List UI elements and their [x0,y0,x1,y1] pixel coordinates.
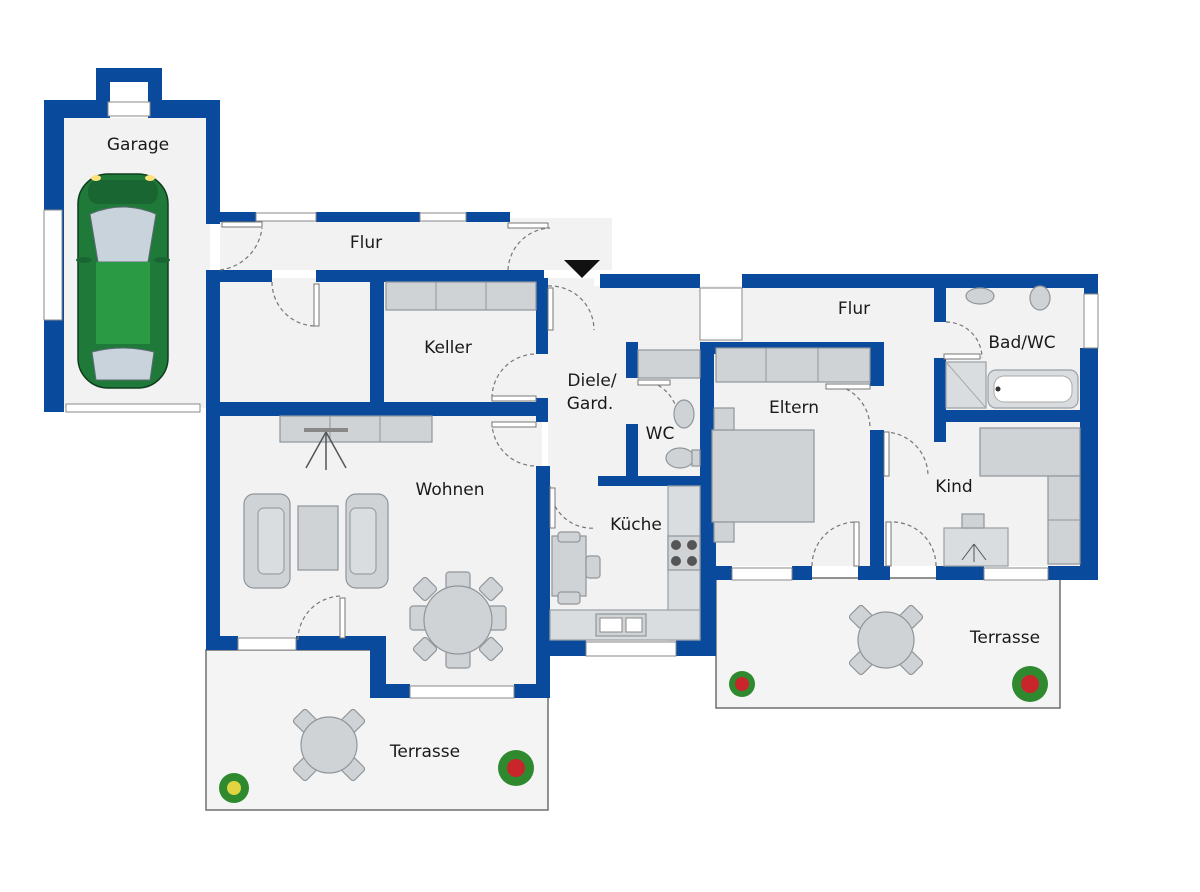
plant-icon [729,671,755,697]
stove-icon [667,535,701,571]
room-label-garage: Garage [107,135,169,155]
windows [43,101,1099,699]
door-swings [219,221,983,641]
room-label-terrasse-right: Terrasse [969,628,1040,648]
room-label-terrasse-left: Terrasse [389,742,460,762]
plant-icon [219,773,249,803]
room-label-bad: Bad/WC [988,333,1055,353]
dining-table-icon [409,571,507,669]
lamp-icon [304,428,348,470]
room-labels: Garage Flur Keller Diele/ Gard. WC Wohne… [107,135,1056,762]
room-label-eltern: Eltern [769,398,819,418]
room-label-flur-upper: Flur [350,233,382,253]
plant-icon [498,750,534,786]
diele-shelf [637,349,701,379]
room-label-kind: Kind [935,477,972,497]
kind-furniture [943,427,1081,567]
room-label-wohnen: Wohnen [416,480,485,500]
room-label-diele-line2: Gard. [567,394,613,414]
sofa-icon [243,493,389,589]
wohnen-sideboard [279,415,433,443]
eltern-furniture [711,347,871,543]
entrance-arrow-icon [564,260,600,278]
terrace-table-left [292,708,366,782]
room-label-wc: WC [646,424,675,444]
room-label-diele-line1: Diele/ [567,371,616,391]
car-icon [76,173,170,389]
bed-icon [711,429,815,523]
room-label-flur-right: Flur [838,299,870,319]
wc-fixtures [665,399,701,469]
desk-icon [943,513,1009,567]
room-label-kueche: Küche [610,515,662,535]
plant-icon [1012,666,1048,702]
toilet-icon [665,447,695,469]
terrace-table-right [848,604,924,676]
walls [44,68,1098,698]
keller-shelf [385,281,537,311]
sink-icon [673,399,695,429]
bad-fixtures [945,285,1079,409]
bathtub-icon [987,369,1079,409]
room-label-keller: Keller [424,338,472,358]
kitchen [549,485,701,641]
